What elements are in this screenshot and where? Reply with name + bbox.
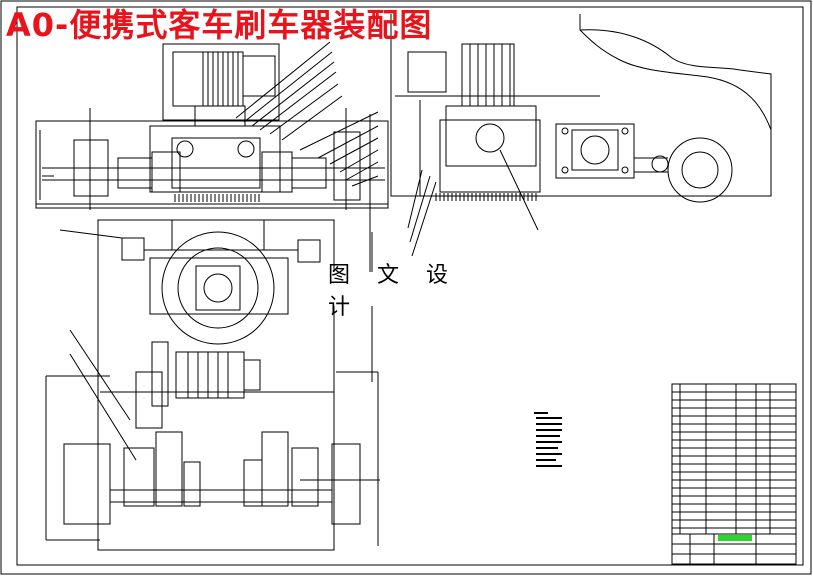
parts-list-table xyxy=(671,383,797,535)
title-block xyxy=(671,533,797,565)
plan-view xyxy=(45,219,380,551)
elevation-leader-lines xyxy=(235,41,379,290)
drawing-title: A0-便携式客车刷车器装配图 xyxy=(6,6,433,44)
technical-notes xyxy=(534,412,562,467)
side-view xyxy=(390,14,772,203)
front-elevation-view xyxy=(35,43,389,210)
title-block-highlight xyxy=(718,535,752,541)
inner-border xyxy=(16,6,804,566)
side-view-brush-teeth xyxy=(435,193,537,201)
side-view-leader-lines xyxy=(407,100,539,257)
watermark-label: 图 文 设 计 xyxy=(328,263,478,320)
elevation-gear-teeth xyxy=(174,194,260,202)
